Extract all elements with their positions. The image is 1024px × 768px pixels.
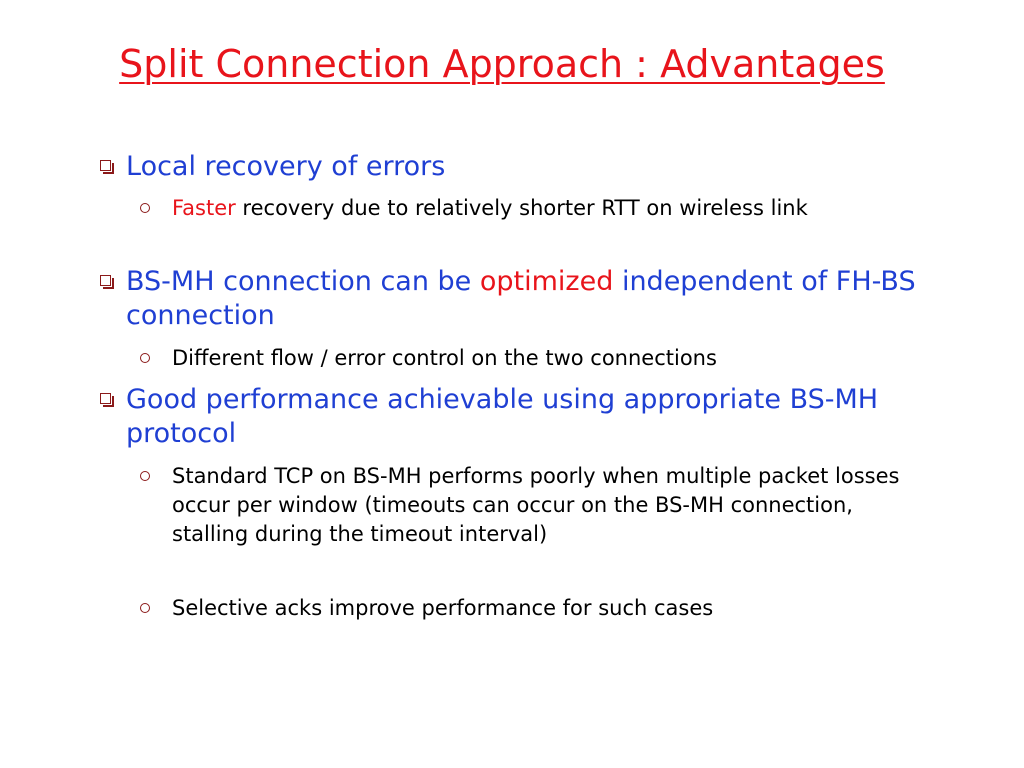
bullet-text: Local recovery of errors <box>126 151 446 182</box>
bullet-local-recovery: Local recovery of errors <box>100 150 926 184</box>
hollow-circle-bullet-icon <box>140 471 150 481</box>
subbullet-standard-tcp: Standard TCP on BS-MH performs poorly wh… <box>140 462 912 549</box>
hollow-square-bullet-icon <box>100 275 114 289</box>
hollow-square-bullet-icon <box>100 393 114 407</box>
bullet-text: Selective acks improve performance for s… <box>172 596 714 620</box>
slide-title: Split Connection Approach : Advantages <box>119 42 885 86</box>
bullet-text: Standard TCP on BS-MH performs poorly wh… <box>172 464 900 546</box>
subbullet-selective-acks: Selective acks improve performance for s… <box>140 594 912 623</box>
hollow-square-bullet-icon <box>100 160 114 174</box>
bullet-text: independent of FH-BS connection <box>126 266 916 331</box>
hollow-circle-bullet-icon <box>140 353 150 363</box>
bullet-bs-mh-optimized: BS-MH connection can be optimized indepe… <box>100 265 926 333</box>
bullet-good-performance: Good performance achievable using approp… <box>100 383 926 451</box>
highlight-text: optimized <box>479 266 614 297</box>
bullet-text: Good performance achievable using approp… <box>126 384 879 449</box>
hollow-circle-bullet-icon <box>140 603 150 613</box>
bullet-text: BS-MH connection can be <box>126 266 480 297</box>
highlight-text: Faster <box>172 196 236 220</box>
bullet-text: recovery due to relatively shorter RTT o… <box>235 196 808 220</box>
hollow-circle-bullet-icon <box>140 203 150 213</box>
subbullet-faster-recovery: Faster recovery due to relatively shorte… <box>140 194 912 223</box>
subbullet-different-control: Different flow / error control on the tw… <box>140 344 912 373</box>
bullet-text: Different flow / error control on the tw… <box>172 346 717 370</box>
